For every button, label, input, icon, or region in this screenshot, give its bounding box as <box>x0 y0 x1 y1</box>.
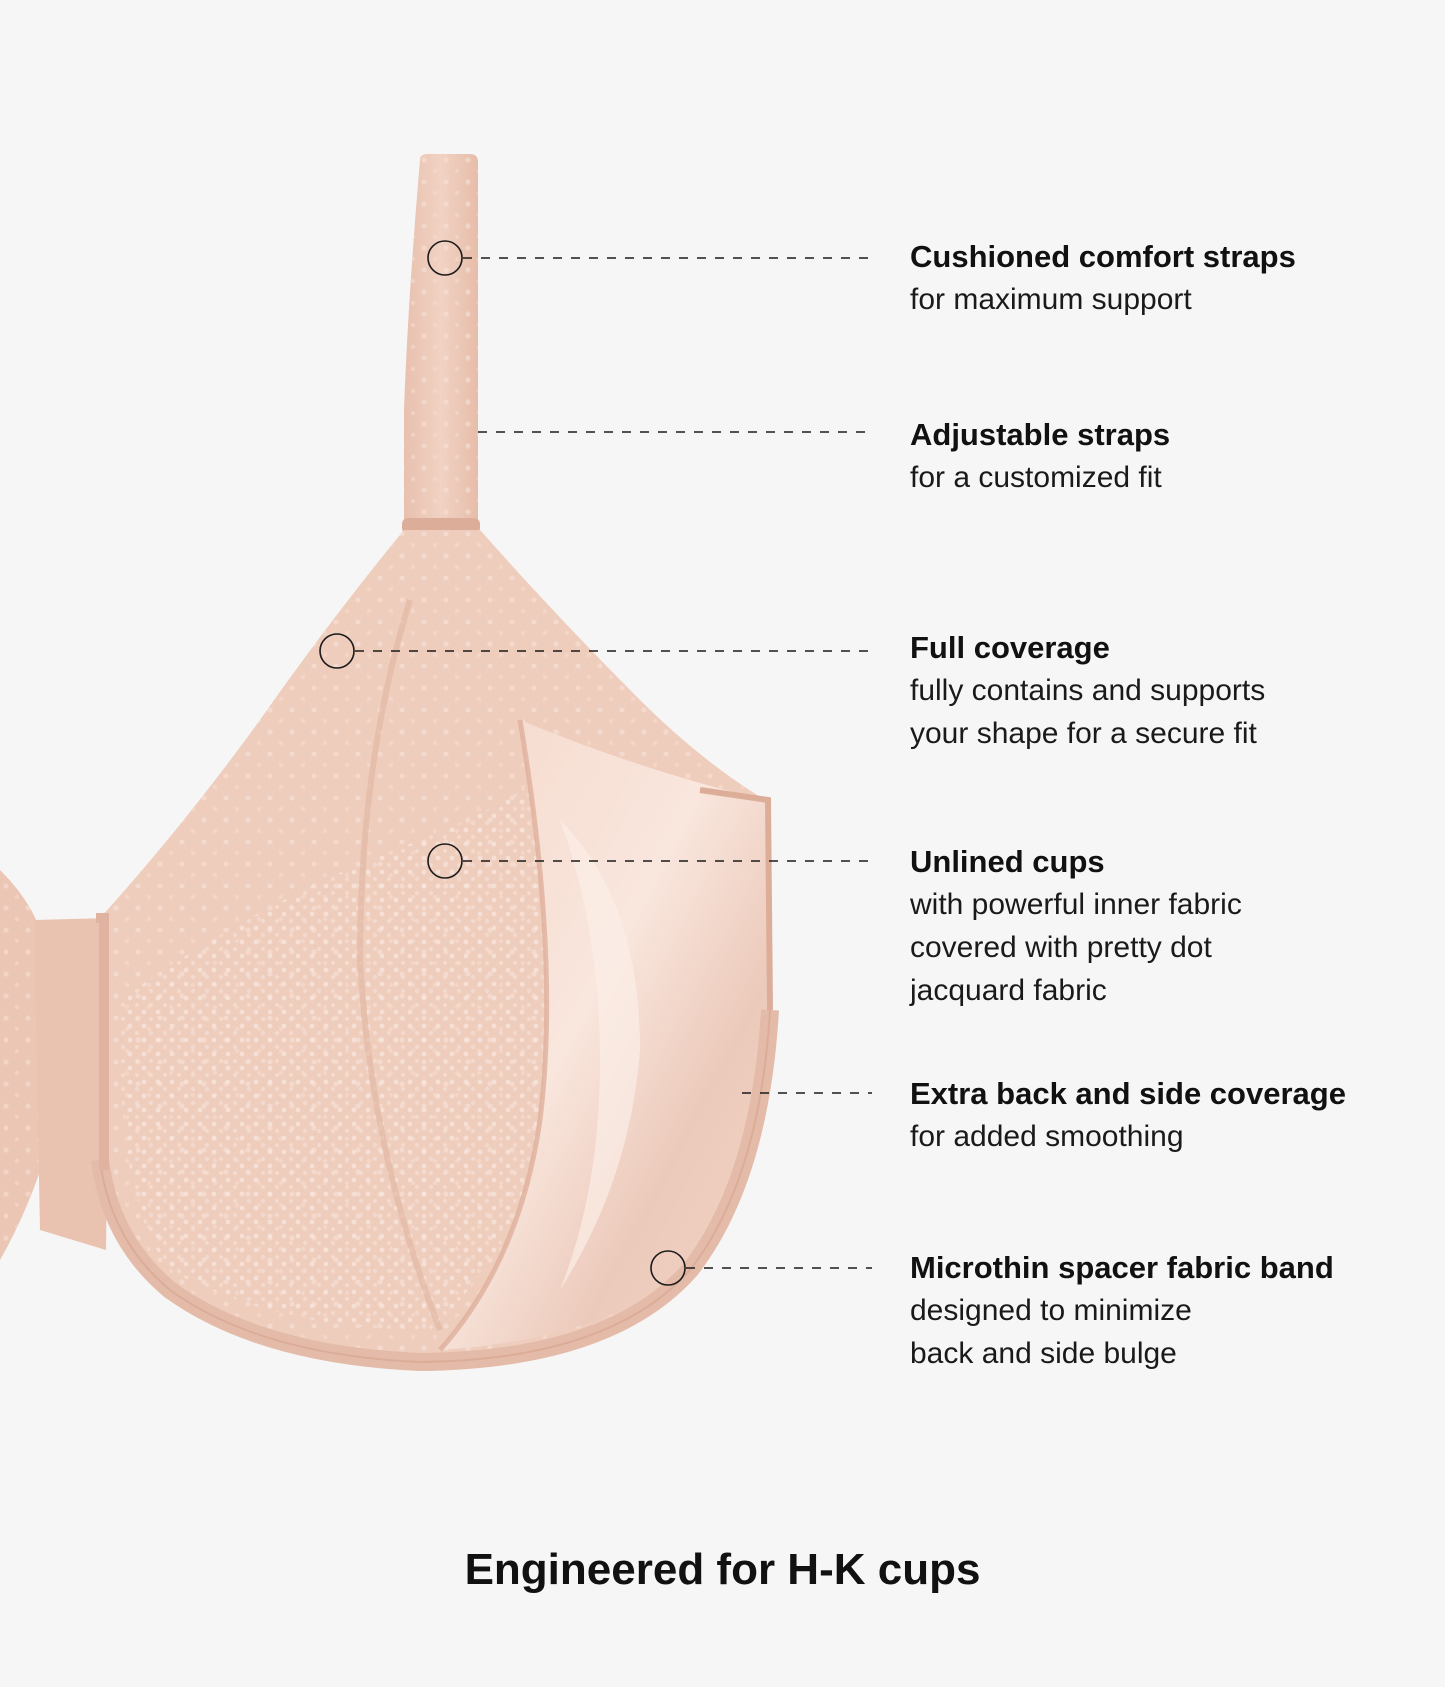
feature-title: Cushioned comfort straps <box>910 239 1296 274</box>
feature-title: Adjustable straps <box>910 417 1171 452</box>
feature-desc-line: for maximum support <box>910 283 1192 316</box>
feature-desc-line: fully contains and supports <box>910 674 1266 707</box>
feature-spacer-band: Microthin spacer fabric band designed to… <box>910 1247 1430 1375</box>
feature-desc-line: for a customized fit <box>910 461 1162 494</box>
feature-description: for a customized fit <box>910 456 1430 499</box>
feature-desc-line: back and side bulge <box>910 1337 1177 1370</box>
shoulder-strap <box>402 154 480 534</box>
feature-desc-line: designed to minimize <box>910 1294 1192 1327</box>
cup-body <box>91 530 779 1372</box>
callout-marker-coverage <box>319 633 355 669</box>
feature-cushioned-straps: Cushioned comfort straps for maximum sup… <box>910 236 1430 321</box>
feature-desc-line: jacquard fabric <box>910 974 1107 1007</box>
feature-description: fully contains and supports your shape f… <box>910 669 1430 755</box>
feature-desc-line: your shape for a secure fit <box>910 717 1257 750</box>
feature-desc-line: covered with pretty dot <box>910 931 1212 964</box>
feature-description: for maximum support <box>910 278 1430 321</box>
headline: Engineered for H-K cups <box>464 1545 981 1594</box>
callout-marker-cups <box>427 843 463 879</box>
feature-description: designed to minimize back and side bulge <box>910 1289 1430 1375</box>
feature-description: with powerful inner fabric covered with … <box>910 883 1430 1012</box>
left-cup-edge <box>0 870 110 1260</box>
callout-marker-straps <box>427 240 463 276</box>
feature-desc-line: for added smoothing <box>910 1120 1184 1153</box>
callout-marker-band <box>650 1250 686 1286</box>
feature-title: Extra back and side coverage <box>910 1076 1346 1111</box>
feature-title: Full coverage <box>910 630 1110 665</box>
feature-unlined-cups: Unlined cups with powerful inner fabric … <box>910 841 1430 1012</box>
feature-desc-line: with powerful inner fabric <box>910 888 1242 921</box>
feature-full-coverage: Full coverage fully contains and support… <box>910 627 1430 755</box>
feature-back-side-coverage: Extra back and side coverage for added s… <box>910 1073 1430 1158</box>
feature-description: for added smoothing <box>910 1115 1430 1158</box>
feature-title: Microthin spacer fabric band <box>910 1250 1334 1285</box>
feature-adjustable-straps: Adjustable straps for a customized fit <box>910 414 1430 499</box>
feature-title: Unlined cups <box>910 844 1105 879</box>
